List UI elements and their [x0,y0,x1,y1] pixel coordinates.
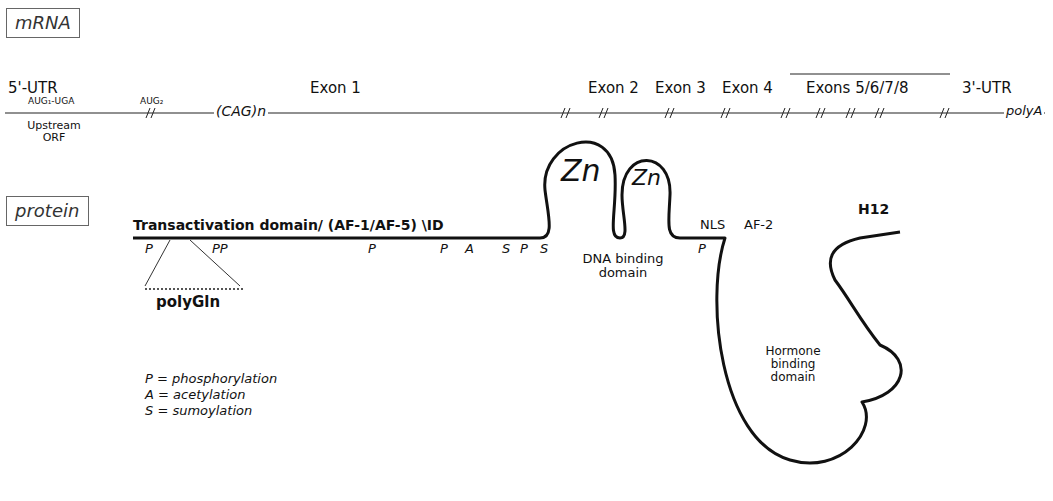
section-box: mRNA [6,8,80,38]
zinc-label: Zn [632,166,661,190]
exon-label: Exon 3 [655,80,706,97]
modification-mark: P [520,242,528,256]
break-mark [851,108,855,118]
break-mark [726,108,730,118]
break-mark [880,108,884,118]
section-box: protein [6,196,89,226]
break-mark [665,108,669,118]
exon-label: Exons 5/6/7/8 [806,80,909,97]
break-mark [821,108,825,118]
break-mark [940,108,944,118]
modification-mark: PP [212,242,228,256]
exon-bracket [790,74,950,75]
region-label: 3'-UTR [962,80,1012,97]
modification-mark: P [440,242,448,256]
signal-label: AF-2 [744,218,773,232]
repeat-label: (CAG)n [214,104,268,119]
break-mark [561,108,565,118]
domain-label: Hormone binding domain [758,345,828,385]
legend-text: S = sumoylation [145,404,252,418]
polygln-bar [145,288,245,290]
legend-text: A = acetylation [145,388,245,402]
break-mark [816,108,820,118]
break-mark [599,108,603,118]
domain-label: DNA binding domain [580,252,666,281]
modification-mark: P [698,242,706,256]
helix-label: H12 [858,202,889,217]
break-mark [604,108,608,118]
break-mark [781,108,785,118]
protein-outline [133,142,901,463]
break-mark [846,108,850,118]
modification-mark: P [145,242,153,256]
codon-label: AUG₁-UGA [28,97,74,107]
domain-label: Transactivation domain/ (AF-1/AF-5) \ID [133,218,444,233]
zinc-label: Zn [561,154,601,187]
section-title: mRNA [15,13,71,33]
exon-label: Exon 2 [588,80,639,97]
signal-label: NLS [700,218,725,232]
modification-mark: P [368,242,376,256]
orf-label: Upstream ORF [24,120,84,144]
mrna-line [5,112,1045,113]
section-title: protein [15,201,80,221]
break-mark [151,108,155,118]
region-label: 5'-UTR [8,80,58,97]
break-mark [875,108,879,118]
break-mark [786,108,790,118]
exon-label: Exon 1 [310,80,361,97]
polygln-leader [190,240,240,286]
exon-label: Exon 4 [722,80,773,97]
modification-mark: S [502,242,510,256]
codon-label: AUG₂ [140,97,163,107]
break-mark [566,108,570,118]
modification-mark: S [540,242,548,256]
modification-mark: A [465,242,474,256]
break-mark [670,108,674,118]
legend-text: P = phosphorylation [145,372,277,386]
break-mark [721,108,725,118]
polygln-label: polyGln [156,294,220,311]
polya-label: polyA [1004,104,1044,118]
polygln-leader [145,240,170,286]
break-mark [146,108,150,118]
break-mark [945,108,949,118]
